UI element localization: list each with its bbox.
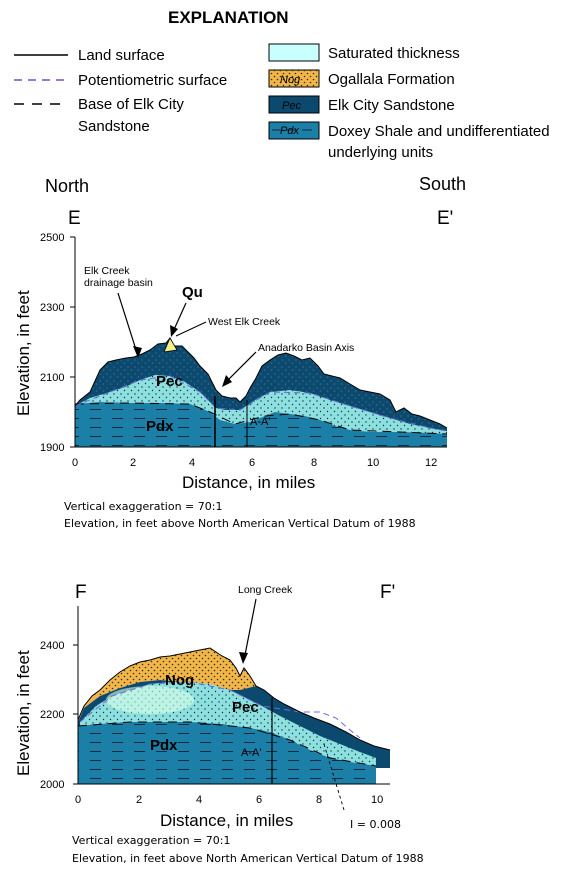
saturated-thickness-swatch (268, 43, 320, 62)
e-x-axis-label: Distance, in miles (182, 473, 315, 492)
long-creek-arrow (243, 598, 257, 661)
e-xtick-label: 6 (249, 457, 255, 469)
long-creek-arrowhead (239, 652, 248, 664)
base-elk-city-line-e (74, 402, 448, 435)
ogallala-swatch-code: Nog (280, 74, 301, 86)
quaternary-deposit-e (163, 337, 178, 353)
e-x-ticks: 0 2 4 6 8 10 12 (72, 457, 437, 469)
qu-label: Qu (182, 284, 203, 301)
section-f-label-left: F (75, 582, 87, 603)
e-xtick-label: 2 (130, 457, 136, 469)
legend-title: EXPLANATION (168, 8, 289, 27)
f-xtick-label: 4 (196, 794, 202, 806)
f-x-axis-label: Distance, in miles (160, 811, 293, 830)
unit-pdx-label-e: Pdx (146, 418, 174, 435)
elk-creek-arrowhead (133, 346, 142, 358)
direction-north: North (45, 176, 89, 196)
saturated-light-zone-f (106, 686, 194, 714)
section-f-f-prime: F F' Nog Pec Pdx A-A' (14, 582, 424, 865)
f-xtick-label: 10 (371, 794, 383, 806)
unit-nog-label-f: Nog (165, 672, 194, 689)
e-ytick-label: 2100 (40, 372, 64, 384)
f-xtick-label: 6 (256, 794, 262, 806)
legend-sandstone-label: Sandstone (78, 118, 150, 135)
west-elk-creek-leader (175, 321, 207, 337)
e-ytick-label: 1900 (40, 442, 64, 454)
f-y-axis-label: Elevation, in feet (14, 650, 33, 776)
f-xtick-label: 2 (136, 794, 142, 806)
legend-potentiometric-label: Potentiometric surface (78, 72, 227, 89)
qu-arrowhead (170, 325, 178, 337)
e-ytick-label: 2300 (40, 302, 64, 314)
section-e-label-right: E' (437, 208, 453, 229)
e-ytick-label: 2500 (40, 232, 64, 244)
section-e-label-left: E (68, 208, 81, 229)
elk-creek-arrow (117, 292, 139, 357)
a-a-prime-label-f: A-A' (241, 747, 261, 759)
legend-doxey-label: Doxey Shale and undifferentiated (328, 123, 550, 140)
direction-south: South (419, 174, 466, 194)
legend-base-elk-city-label: Base of Elk City (78, 96, 184, 113)
anadarko-axis-label: Anadarko Basin Axis (258, 342, 354, 354)
a-a-prime-label-e: A-A' (250, 416, 270, 428)
legend: EXPLANATION Land surface Potentiometric … (14, 8, 550, 161)
legend-underlying-label: underlying units (328, 144, 433, 161)
base-elk-city-line-f (77, 721, 377, 767)
long-creek-label: Long Creek (238, 584, 293, 596)
anadarko-arrowhead (222, 375, 232, 387)
ogallala-swatch-dots (269, 70, 319, 87)
gradient-label: I = 0.008 (350, 818, 401, 831)
unit-pdx-label-f: Pdx (150, 737, 178, 754)
legend-elk-city-label: Elk City Sandstone (328, 97, 455, 114)
f-ytick-label: 2400 (40, 640, 64, 652)
e-datum-note: Elevation, in feet above North American … (64, 517, 416, 530)
doxey-swatch-code: Pdx (280, 125, 299, 137)
legend-saturated-label: Saturated thickness (328, 45, 460, 62)
legend-ogallala-label: Ogallala Formation (328, 71, 455, 88)
legend-land-surface-label: Land surface (78, 47, 165, 64)
elk-city-swatch (268, 95, 320, 114)
f-x-ticks: 0 2 4 6 8 10 (75, 794, 383, 806)
e-xtick-label: 12 (425, 457, 437, 469)
unit-pec-label-f: Pec (232, 699, 259, 716)
unit-pec-label-e: Pec (156, 373, 183, 390)
f-ytick-label: 2200 (40, 709, 64, 721)
elk-city-swatch-code: Pec (282, 100, 301, 112)
f-xtick-label: 0 (75, 794, 81, 806)
f-vertical-exaggeration-note: Vertical exaggeration = 70:1 (72, 834, 230, 847)
e-xtick-label: 8 (311, 457, 317, 469)
drainage-basin-label: drainage basin (84, 277, 153, 289)
potentiometric-line-e (74, 375, 448, 432)
land-surface-line-f (77, 647, 391, 751)
e-xtick-label: 10 (367, 457, 379, 469)
land-surface-line-e (74, 337, 448, 429)
f-datum-note: Elevation, in feet above North American … (72, 852, 424, 865)
f-ytick-label: 2000 (40, 779, 64, 791)
f-xtick-label: 8 (316, 794, 322, 806)
f-y-ticks: 2400 2200 2000 (40, 640, 78, 791)
e-y-ticks: 2500 2300 2100 1900 (40, 232, 75, 454)
e-xtick-label: 4 (189, 457, 195, 469)
e-y-axis-label: Elevation, in feet (14, 290, 33, 416)
section-e-e-prime: North South E E' Pec Pdx A-A' (14, 174, 466, 530)
section-f-label-right: F' (380, 582, 395, 603)
west-elk-creek-label: West Elk Creek (208, 316, 281, 328)
anadarko-axis-arrow (223, 351, 257, 385)
e-vertical-exaggeration-note: Vertical exaggeration = 70:1 (64, 500, 222, 513)
elk-creek-label: Elk Creek (84, 265, 130, 277)
e-xtick-label: 0 (72, 457, 78, 469)
